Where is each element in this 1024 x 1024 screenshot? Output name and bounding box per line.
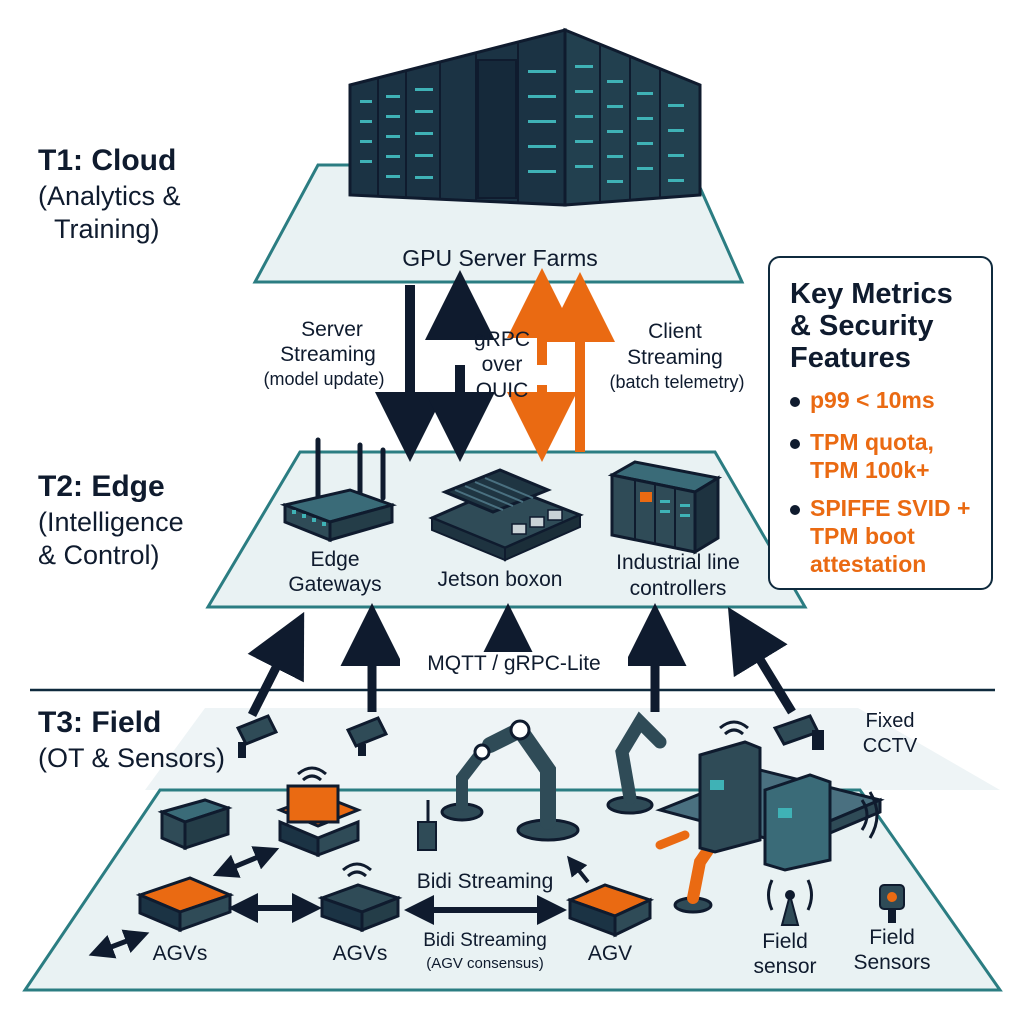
client-streaming-label-line2: Streaming (627, 346, 723, 369)
bullet-icon (790, 396, 800, 407)
agv-label: AGV (587, 942, 633, 965)
field-sensors-icon (879, 884, 905, 923)
robot-arm-icon (440, 743, 491, 822)
field-uplink-arrow-5 (727, 606, 796, 715)
wifi-signal-icon (719, 720, 749, 736)
bidi-streaming-note: (AGV consensus) (426, 955, 544, 972)
tier3-title: T3: Field (38, 706, 162, 739)
key-metrics-title-line2: & Security (790, 310, 934, 342)
cctv-label-line1: Fixed (865, 710, 915, 732)
agv-link-arrow (88, 929, 150, 959)
tier1-subtitle-line2: Training) (54, 214, 160, 244)
metric-attestation-text: attestation (810, 551, 927, 577)
field-uplink-arrow-1 (247, 611, 305, 718)
bidi-streaming-label-top: Bidi Streaming (416, 870, 554, 893)
agvs-mid-label: AGVs (332, 942, 388, 965)
field-sensor-icon (767, 879, 813, 926)
field-controller-box-icon (157, 798, 233, 851)
gpu-server-farms-label: GPU Server Farms (402, 245, 598, 271)
tier3-subtitle: (OT & Sensors) (38, 743, 226, 773)
client-streaming-label-line1: Client (648, 320, 702, 343)
agv-robot-icon (565, 883, 655, 938)
server-streaming-label-line1: Server (301, 318, 363, 341)
key-metrics-title-line1: Key Metrics (790, 278, 953, 310)
cctv-camera-icon (235, 714, 279, 758)
industrial-controllers-label-line1: Industrial line (616, 551, 740, 574)
jetson-label: Jetson boxon (437, 568, 563, 591)
edge-gateways-label-line1: Edge (310, 548, 360, 571)
metric-latency-text: p99 < 10ms (810, 387, 935, 413)
tier2-subtitle-line1: (Intelligence (38, 507, 184, 537)
tier1-subtitle-line1: (Analytics & (38, 181, 181, 211)
metric-tpm-boot-text: TPM boot (810, 523, 915, 549)
grpc-label-line3: QUIC (475, 379, 529, 402)
edge-gateway-router-icon (279, 437, 397, 543)
agvs-left-label: AGVs (152, 942, 208, 965)
key-metrics-title-line3: Features (790, 342, 911, 374)
field-sensors-label-line2: Sensors (853, 951, 931, 974)
metric-tpm-100k-text: TPM 100k+ (810, 457, 930, 483)
metric-spiffe-text: SPIFFE SVID + (810, 495, 971, 521)
agv-link-arrow (212, 846, 280, 878)
gpu-server-rack-icon (348, 27, 702, 207)
tier2-title: T2: Edge (38, 470, 165, 503)
tier1-title: T1: Cloud (38, 144, 177, 177)
field-sensor-label-line2: sensor (753, 955, 817, 978)
robot-arm-icon (606, 711, 667, 815)
server-streaming-note: (model update) (263, 369, 385, 389)
handheld-radio-icon (417, 800, 437, 851)
bullet-icon (790, 504, 800, 515)
metric-tpm-quota-text: TPM quota, (810, 429, 934, 455)
wifi-signal-icon (297, 766, 327, 782)
tier2-subtitle-line2: & Control) (38, 540, 160, 570)
field-sensors-label-line1: Field (869, 926, 915, 949)
agv-to-arm-arrow (567, 855, 590, 884)
field-sensor-label-line1: Field (762, 930, 808, 953)
server-streaming-label-line2: Streaming (280, 343, 376, 366)
key-metrics-panel: Key Metrics & Security Features p99 < 10… (768, 256, 993, 590)
edge-gateways-label-line2: Gateways (288, 573, 382, 596)
client-streaming-note: (batch telemetry) (609, 372, 745, 392)
wifi-signal-icon (860, 791, 879, 839)
robot-arm-icon (482, 719, 580, 842)
grpc-label-line1: gRPC (473, 328, 531, 351)
key-metrics-title: Key Metrics & Security Features (790, 278, 953, 374)
bidi-streaming-label-bottom: Bidi Streaming (423, 930, 547, 951)
wifi-signal-icon (342, 862, 372, 878)
jetson-board-icon (428, 468, 584, 562)
grpc-label-line2: over (481, 353, 523, 376)
agv-robot-icon (275, 784, 363, 858)
cctv-camera-icon (345, 716, 389, 756)
cctv-label-line2: CCTV (862, 735, 918, 757)
cctv-camera-icon (772, 714, 824, 750)
industrial-controllers-label-line2: controllers (629, 577, 727, 600)
conveyor-machine-icon (655, 740, 885, 872)
industrial-controller-icon (607, 460, 723, 555)
mqtt-label: MQTT / gRPC-Lite (400, 652, 628, 676)
agv-robot-icon (317, 883, 403, 933)
bullet-icon (790, 438, 800, 449)
metric-item-tpm-quota: TPM quota,TPM 100k+ (790, 428, 934, 484)
metric-item-latency: p99 < 10ms (790, 386, 935, 414)
agv-robot-icon (135, 876, 235, 933)
